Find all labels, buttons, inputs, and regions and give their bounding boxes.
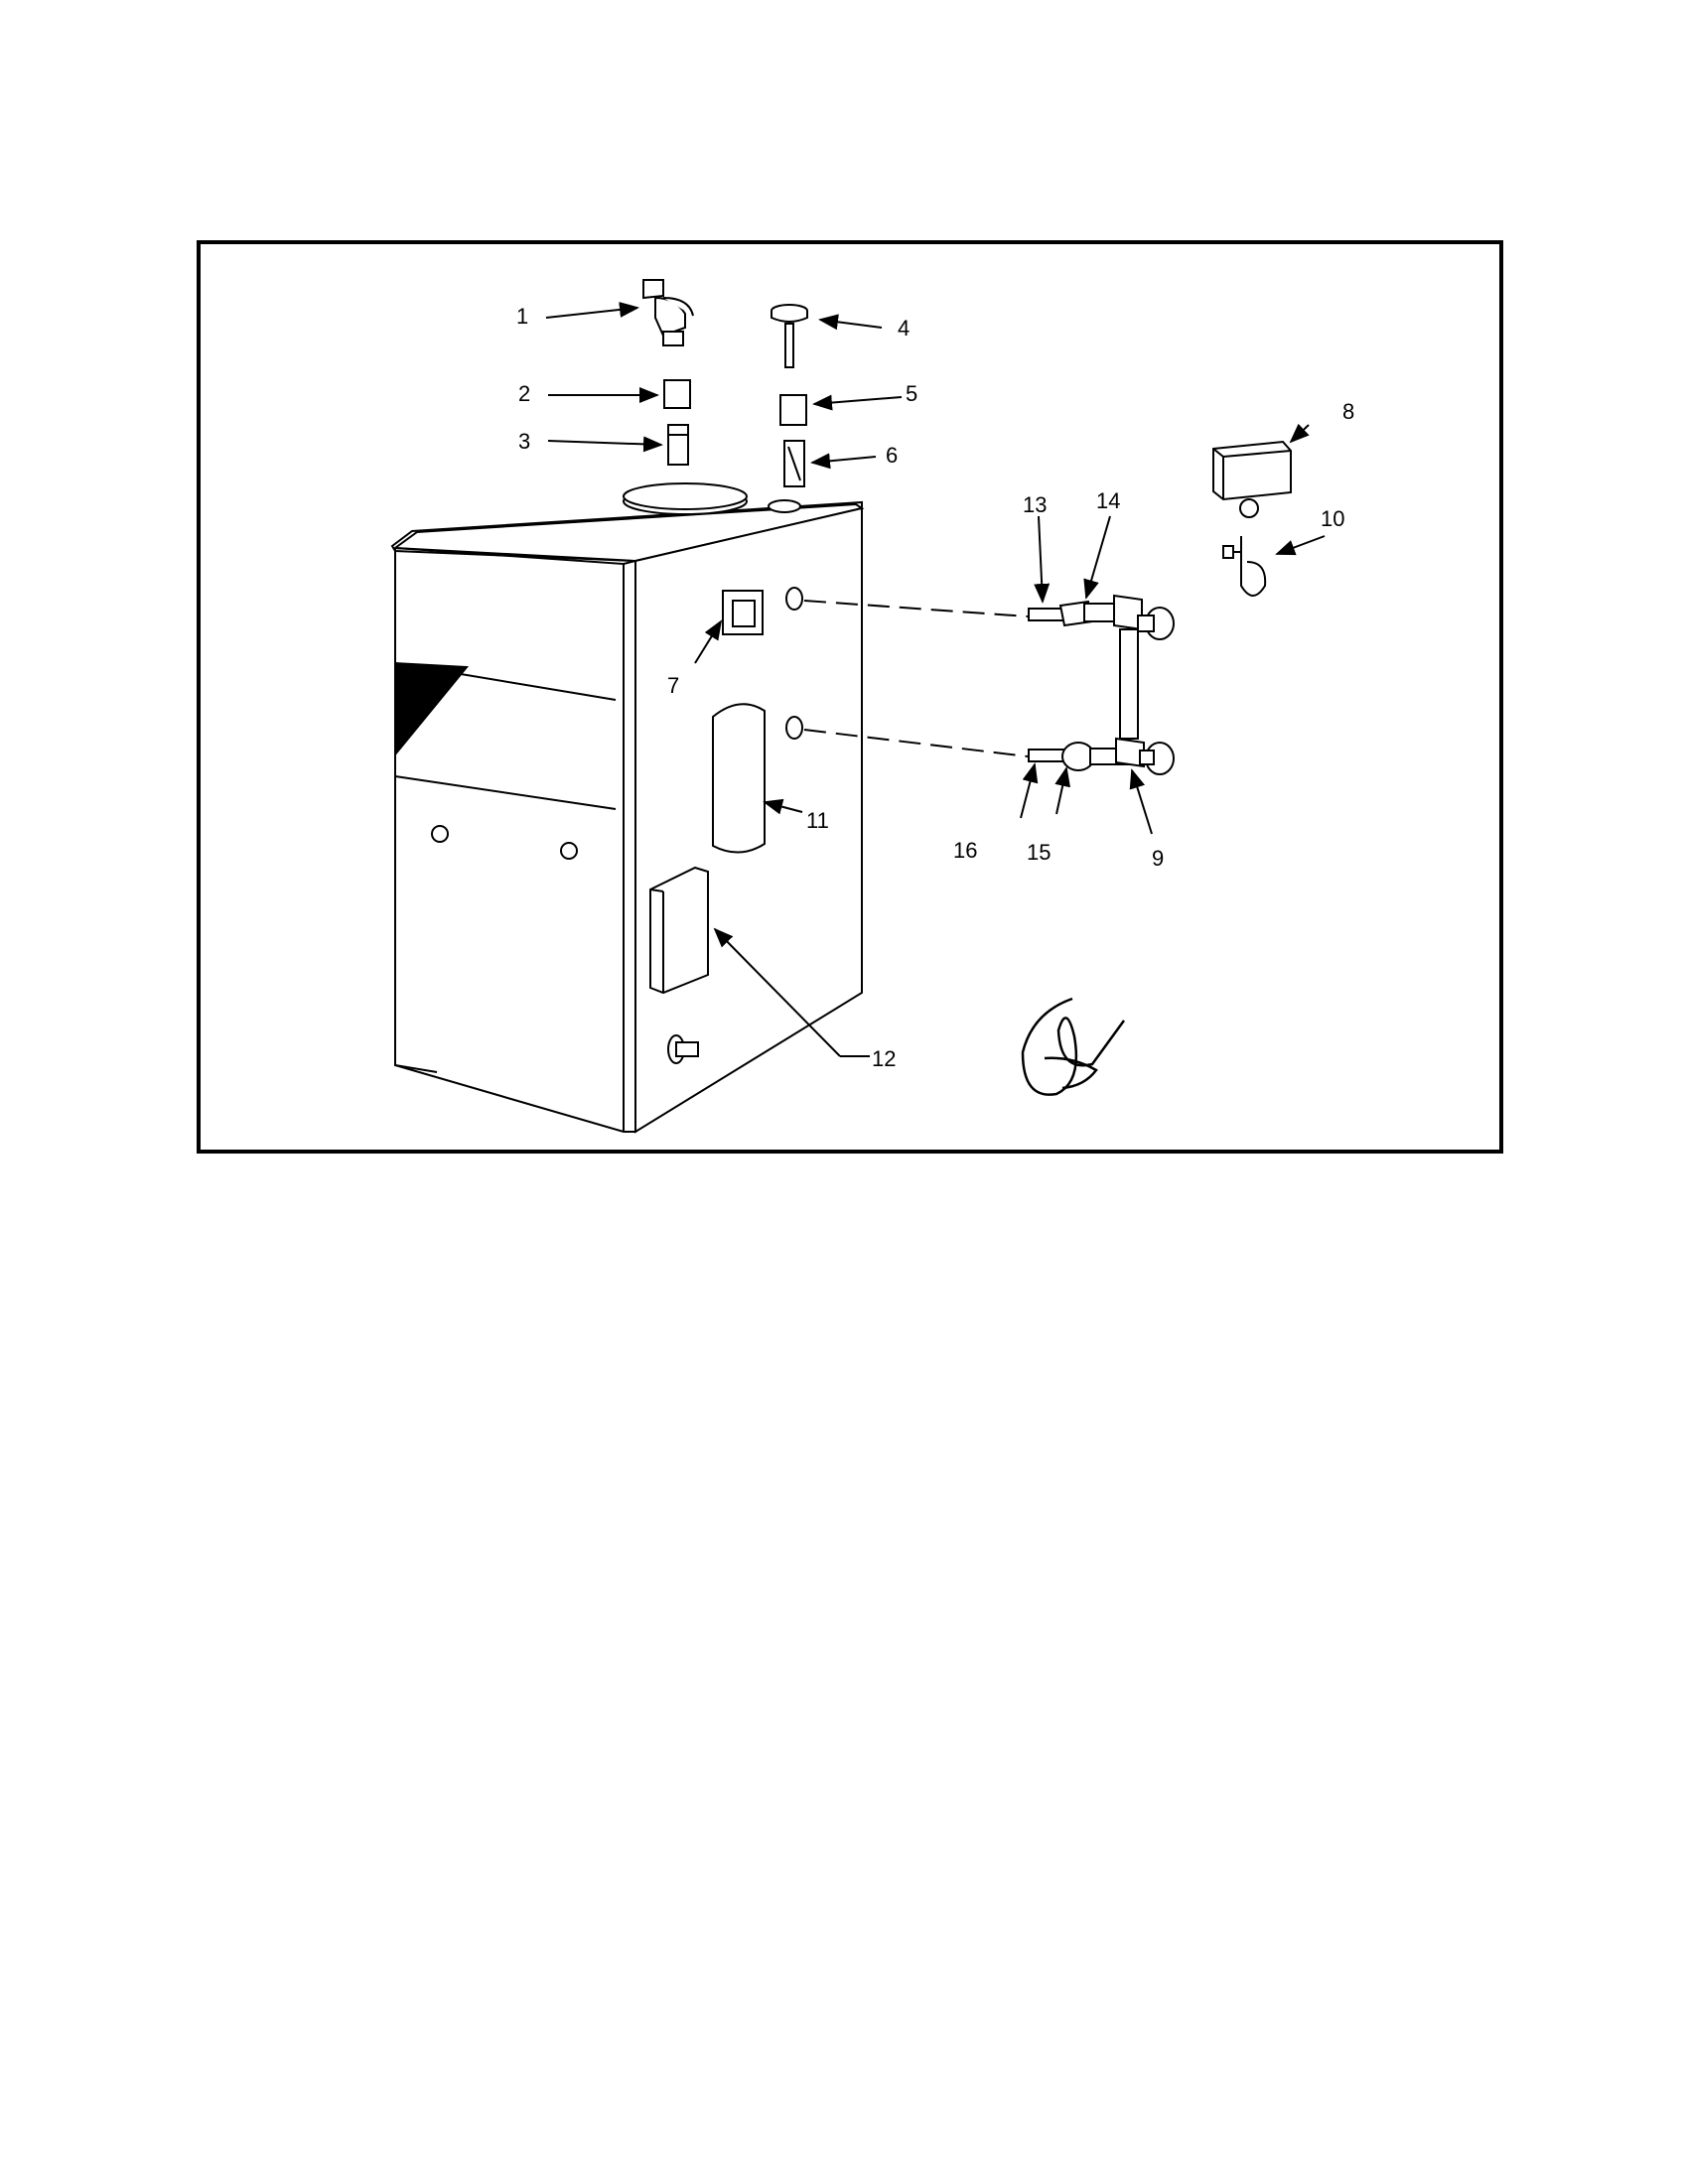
callout-16: 16 xyxy=(953,838,977,863)
part-3-nipple xyxy=(667,424,689,466)
figure-frame xyxy=(197,240,1503,1154)
part-6-nipple xyxy=(783,440,805,487)
callout-13: 13 xyxy=(1023,492,1047,517)
callout-7: 7 xyxy=(667,673,679,698)
leader-lines xyxy=(545,301,1326,1057)
side-switch-7 xyxy=(722,590,764,635)
part-2-coupling xyxy=(663,379,691,409)
callout-15: 15 xyxy=(1027,840,1051,865)
callouts: 1 2 3 4 5 6 7 8 9 10 11 12 13 14 15 16 xyxy=(516,304,1354,1071)
cabinet xyxy=(390,482,865,1134)
handwritten-mark xyxy=(1021,997,1126,1096)
side-fitting xyxy=(667,1034,699,1064)
callout-1: 1 xyxy=(516,304,528,329)
side-holes xyxy=(785,587,803,740)
side-box-12 xyxy=(649,866,709,995)
callout-6: 6 xyxy=(886,443,898,468)
callout-2: 2 xyxy=(518,381,530,406)
callout-4: 4 xyxy=(898,316,910,341)
callout-14: 14 xyxy=(1096,488,1120,513)
callout-9: 9 xyxy=(1152,846,1164,871)
callout-5: 5 xyxy=(906,381,917,406)
side-label-11 xyxy=(712,703,766,854)
part-8-control xyxy=(1212,440,1292,518)
callout-3: 3 xyxy=(518,429,530,454)
part-1-valve xyxy=(642,279,694,346)
callout-11: 11 xyxy=(806,808,829,833)
callout-10: 10 xyxy=(1321,506,1344,531)
part-5-coupling xyxy=(779,394,807,426)
part-10-bracket xyxy=(1222,536,1267,597)
callout-8: 8 xyxy=(1342,399,1354,424)
pipe-assembly xyxy=(803,594,1175,775)
part-4-cap xyxy=(771,304,808,368)
callout-12: 12 xyxy=(872,1046,896,1071)
